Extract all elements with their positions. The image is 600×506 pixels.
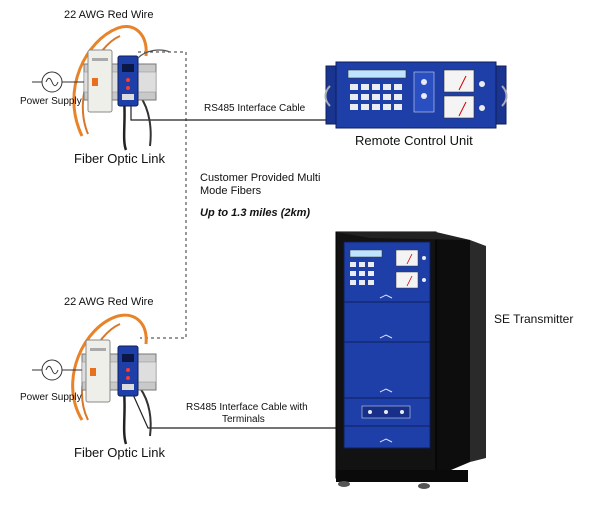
rs485-bottom-line1: RS485 Interface Cable with: [186, 402, 308, 413]
top-orange-wire: [72, 25, 148, 137]
top-fiber-link-assembly: [72, 25, 171, 151]
fiber-dashed-line: [138, 51, 187, 339]
bottom-power-supply-label: Power Supply: [20, 392, 82, 403]
top-fiber-link-label: Fiber Optic Link: [74, 151, 166, 166]
remote-unit-label: Remote Control Unit: [355, 133, 473, 148]
rs485-top-label: RS485 Interface Cable: [204, 103, 306, 114]
bottom-fiber-link-assembly: [71, 313, 157, 445]
top-wire-label: 22 AWG Red Wire: [64, 9, 154, 21]
rs485-cable-bottom: [130, 389, 356, 429]
din-rail-power-supply-icon: [85, 339, 111, 403]
top-power-supply-label: Power Supply: [20, 96, 82, 107]
bottom-orange-wire: [71, 313, 148, 421]
din-rail-power-supply-icon: [87, 49, 113, 113]
customer-fibers-line1: Customer Provided Multi: [200, 172, 321, 184]
bottom-fiber-link-label: Fiber Optic Link: [74, 445, 166, 460]
distance-label: Up to 1.3 miles (2km): [200, 207, 311, 219]
bottom-wire-label: 22 AWG Red Wire: [64, 296, 154, 308]
transmitter-cabinet-icon: [335, 231, 486, 489]
transmitter-label: SE Transmitter: [494, 312, 574, 326]
customer-fibers-line2: Mode Fibers: [200, 185, 262, 197]
fiber-optic-modem-icon: [117, 55, 139, 107]
top-ac-source-icon: [32, 71, 84, 93]
fiber-optic-modem-icon: [117, 345, 139, 397]
bottom-ac-source-icon: [32, 359, 82, 381]
remote-control-unit-icon: [324, 61, 508, 129]
rs485-bottom-line2: Terminals: [222, 414, 265, 425]
